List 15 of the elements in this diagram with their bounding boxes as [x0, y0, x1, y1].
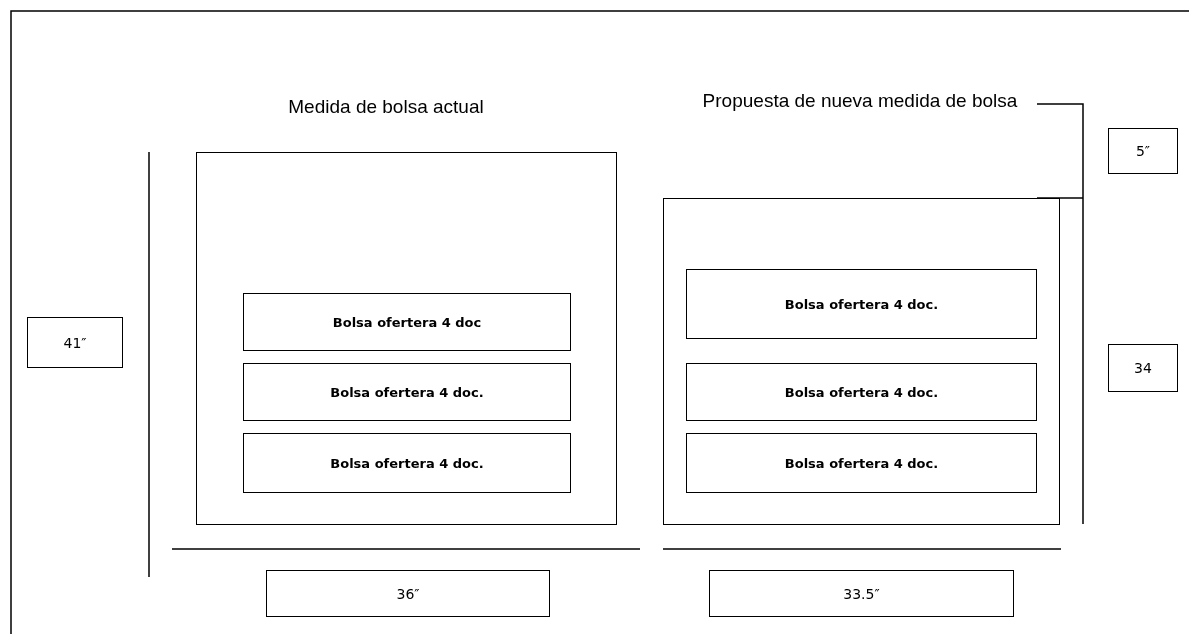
bag-label-box: Bolsa ofertera 4 doc. — [686, 363, 1037, 421]
bag-label-box: Bolsa ofertera 4 doc — [243, 293, 571, 351]
bag-outline — [663, 198, 1060, 525]
dimension-value: 41″ — [27, 317, 123, 368]
bag-label-box: Bolsa ofertera 4 doc. — [243, 433, 571, 493]
dimension-value: 36″ — [266, 570, 550, 617]
heading: Propuesta de nueva medida de bolsa — [701, 90, 1019, 112]
bag-outline — [196, 152, 617, 525]
dimension-value: 33.5″ — [709, 570, 1014, 617]
bag-label-box: Bolsa ofertera 4 doc. — [243, 363, 571, 421]
dimension-value: 34 — [1108, 344, 1178, 392]
dimension-value: 5″ — [1108, 128, 1178, 174]
bag-label-box: Bolsa ofertera 4 doc. — [686, 433, 1037, 493]
heading: Medida de bolsa actual — [287, 96, 485, 118]
bag-label-box: Bolsa ofertera 4 doc. — [686, 269, 1037, 339]
